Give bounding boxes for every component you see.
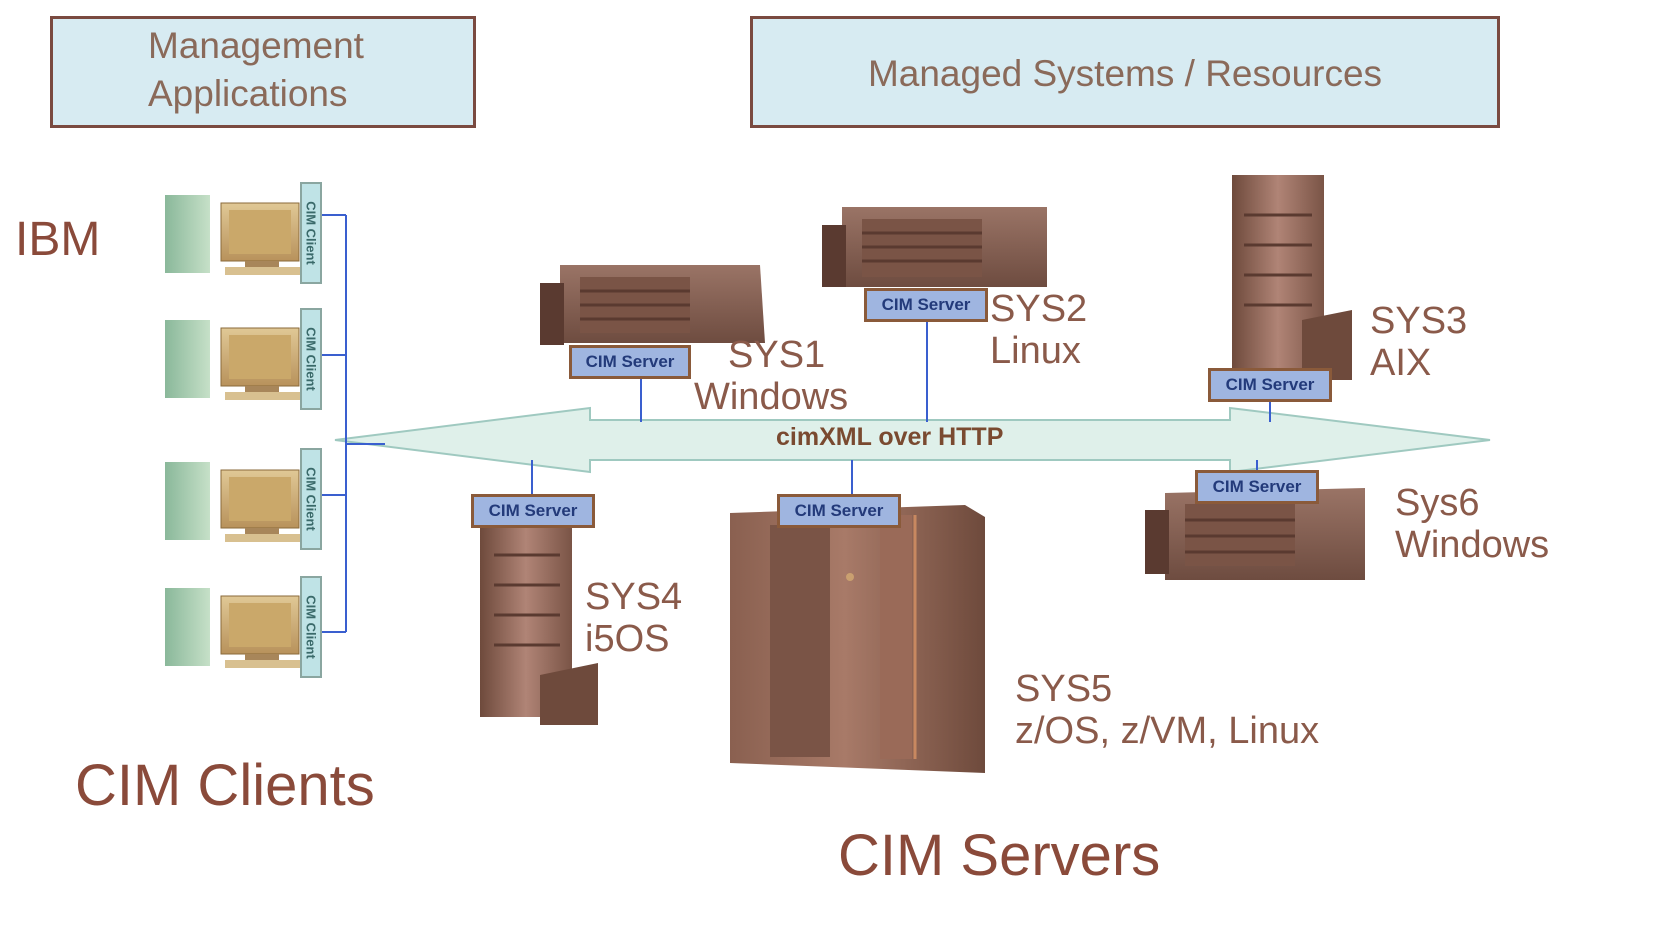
managed-systems-label: Managed Systems / Resources <box>867 53 1383 94</box>
sys3-name: SYS3 <box>1370 300 1468 342</box>
sys6-server-icon <box>1145 488 1365 580</box>
sys3-os: AIX <box>1370 342 1432 384</box>
sys5-label: SYS5 z/OS, z/VM, Linux <box>1015 668 1319 752</box>
cim-server-tag-sys1: CIM Server <box>569 345 691 379</box>
cim-clients-title: CIM Clients <box>75 753 375 818</box>
cim-server-tag-sys3: CIM Server <box>1208 368 1332 402</box>
cim-server-tag-sys2: CIM Server <box>864 288 988 322</box>
sys5-mainframe-icon <box>730 505 985 773</box>
sys2-name: SYS2 <box>990 288 1088 330</box>
client-pc-1 <box>165 195 305 275</box>
sys4-label: SYS4 i5OS <box>585 576 682 660</box>
cim-server-tag-sys4: CIM Server <box>471 494 595 528</box>
vendor-label: IBM <box>15 213 101 266</box>
cim-server-tag-sys5: CIM Server <box>777 494 901 528</box>
sys1-name: SYS1 <box>728 334 826 376</box>
client-bus <box>322 214 385 633</box>
cim-servers-title: CIM Servers <box>838 823 1161 888</box>
cim-client-tag: CIM Client <box>300 308 322 410</box>
managed-systems-box: Managed Systems / Resources <box>750 16 1500 128</box>
sys6-os: Windows <box>1395 524 1550 566</box>
cim-client-tag: CIM Client <box>300 182 322 284</box>
sys4-name: SYS4 <box>585 576 683 618</box>
sys1-label: SYS1 Windows <box>694 334 848 418</box>
management-applications-line2: Applications <box>148 73 348 114</box>
sys5-os: z/OS, z/VM, Linux <box>1015 710 1320 752</box>
sys4-os: i5OS <box>585 618 670 660</box>
sys5-name: SYS5 <box>1015 668 1113 710</box>
sys4-server-icon <box>480 525 598 725</box>
sys2-server-icon <box>822 207 1047 287</box>
cim-client-tag: CIM Client <box>300 576 322 678</box>
sys2-label: SYS2 Linux <box>990 288 1087 372</box>
sys3-label: SYS3 AIX <box>1370 300 1467 384</box>
client-pc-2 <box>165 320 305 400</box>
sys3-server-icon <box>1232 175 1352 380</box>
management-applications-line1: Management <box>148 25 364 66</box>
server-connectors <box>531 320 1271 496</box>
cim-client-tag: CIM Client <box>300 448 322 550</box>
sys6-label: Sys6 Windows <box>1395 482 1549 566</box>
cim-server-tag-sys6: CIM Server <box>1195 470 1319 504</box>
protocol-label: cimXML over HTTP <box>776 423 1004 451</box>
sys1-os: Windows <box>694 376 849 418</box>
sys6-name: Sys6 <box>1395 482 1480 524</box>
client-pc-3 <box>165 462 305 542</box>
sys2-os: Linux <box>990 330 1081 372</box>
client-pc-4 <box>165 588 305 668</box>
cimxml-arrow <box>334 406 1491 474</box>
management-applications-box: Management Applications <box>50 16 476 128</box>
sys1-server-icon <box>540 265 765 345</box>
